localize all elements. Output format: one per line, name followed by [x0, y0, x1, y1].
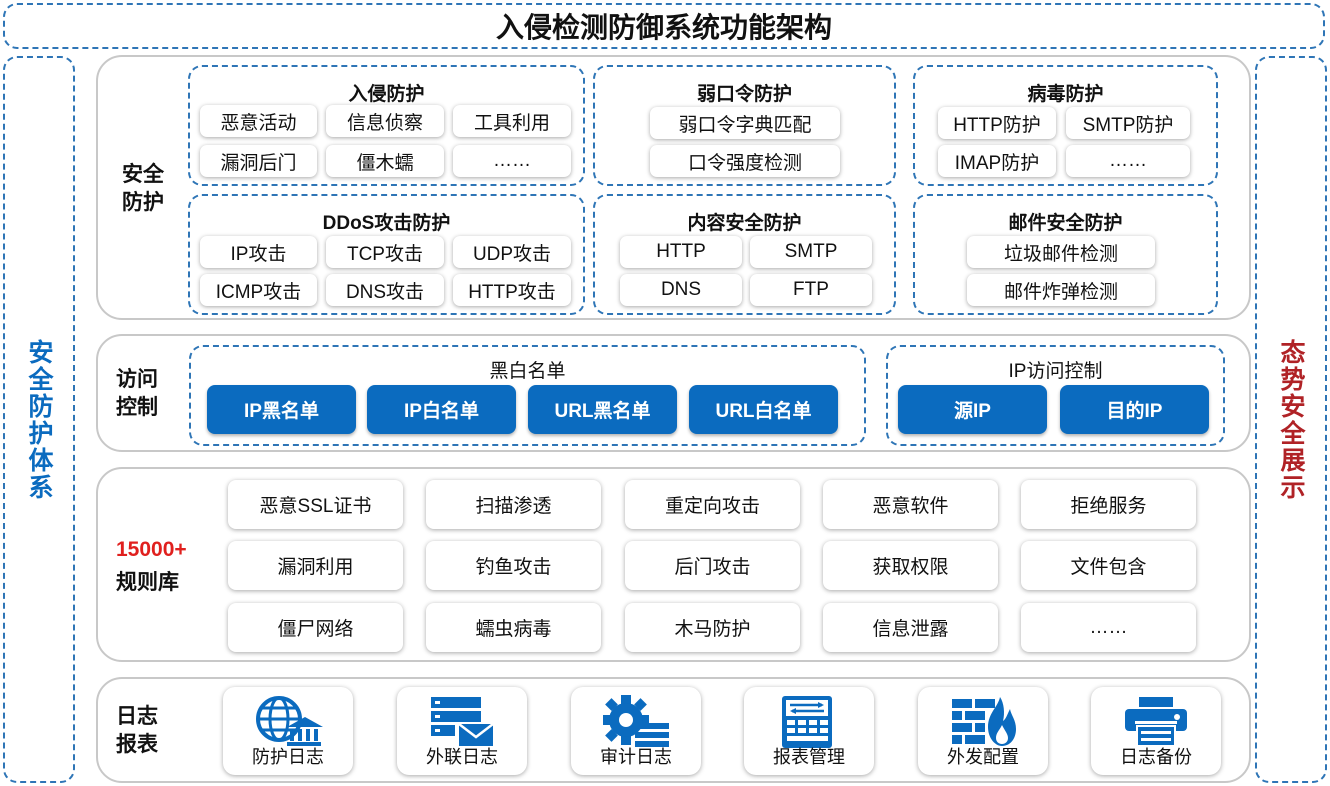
group-title: DDoS攻击防护 [322, 213, 451, 234]
gear-list-icon [603, 695, 669, 747]
right-side-label: 态势安全展示 [1277, 338, 1305, 501]
page-title: 入侵检测防御系统功能架构 [3, 3, 1325, 49]
logs-label: 日志 报表 [116, 705, 158, 756]
group-title: 邮件安全防护 [1008, 213, 1123, 234]
log-card-backup[interactable]: 日志备份 [1091, 687, 1221, 775]
group-ddos: DDoS攻击防护 IP攻击 TCP攻击 UDP攻击 ICMP攻击 DNS攻击 H… [188, 194, 585, 315]
group-title: IP访问控制 [1008, 361, 1103, 382]
item-http-protect: HTTP防护 [938, 107, 1056, 139]
log-card-label: 日志备份 [1120, 747, 1192, 767]
security-label: 安全 防护 [122, 163, 164, 214]
group-blackwhite-list: 黑白名单 IP黑名单 IP白名单 URL黑名单 URL白名单 [189, 345, 866, 446]
logs-panel: 日志 报表 防护日志 外联日志 [96, 677, 1251, 783]
rules-label: 规则库 [116, 571, 179, 594]
log-card-outbound[interactable]: 外联日志 [397, 687, 527, 775]
access-label: 访问 控制 [116, 368, 158, 419]
log-card-label: 报表管理 [773, 747, 845, 767]
item-smtp: SMTP [750, 236, 872, 268]
url-blacklist-button[interactable]: URL黑名单 [528, 385, 677, 434]
log-card-audit[interactable]: 审计日志 [571, 687, 701, 775]
rule-malware: 恶意软件 [823, 480, 998, 529]
group-mail-security: 邮件安全防护 垃圾邮件检测 邮件炸弹检测 [913, 194, 1218, 315]
group-ip-access-control: IP访问控制 源IP 目的IP [886, 345, 1225, 446]
rule-phishing: 钓鱼攻击 [426, 541, 601, 590]
ip-blacklist-button[interactable]: IP黑名单 [207, 385, 356, 434]
server-mail-icon [431, 697, 495, 748]
item-bot-trojan-worm: 僵木蠕 [326, 145, 444, 177]
group-title: 黑白名单 [489, 361, 566, 382]
item-mailbomb-detect: 邮件炸弹检测 [967, 274, 1155, 306]
rule-dos: 拒绝服务 [1021, 480, 1196, 529]
log-card-report[interactable]: 报表管理 [744, 687, 874, 775]
item-malicious-activity: 恶意活动 [200, 105, 317, 137]
rules-count: 15000+ [116, 538, 187, 561]
item-dict-match: 弱口令字典匹配 [650, 107, 840, 139]
group-weak-password: 弱口令防护 弱口令字典匹配 口令强度检测 [593, 65, 896, 186]
left-side-panel: 安全防护体系 [3, 56, 75, 783]
log-card-outbound-config[interactable]: 外发配置 [918, 687, 1048, 775]
ip-whitelist-button[interactable]: IP白名单 [367, 385, 516, 434]
log-card-protection[interactable]: 防护日志 [223, 687, 353, 775]
group-content-security: 内容安全防护 HTTP SMTP DNS FTP [593, 194, 896, 315]
group-intrusion: 入侵防护 恶意活动 信息侦察 工具利用 漏洞后门 僵木蠕 …… [188, 65, 585, 186]
security-panel: 安全 防护 入侵防护 恶意活动 信息侦察 工具利用 漏洞后门 僵木蠕 …… 弱口… [96, 55, 1251, 320]
log-card-label: 外联日志 [426, 747, 498, 767]
item-icmp-attack: ICMP攻击 [200, 274, 317, 306]
item-strength-check: 口令强度检测 [650, 145, 840, 177]
group-virus: 病毒防护 HTTP防护 SMTP防护 IMAP防护 …… [913, 65, 1218, 186]
url-whitelist-button[interactable]: URL白名单 [689, 385, 838, 434]
rule-info-leak: 信息泄露 [823, 603, 998, 652]
item-backdoor: 漏洞后门 [200, 145, 317, 177]
item-tool-exploit: 工具利用 [453, 105, 571, 137]
rule-file-inclusion: 文件包含 [1021, 541, 1196, 590]
item-info-recon: 信息侦察 [326, 105, 444, 137]
source-ip-button[interactable]: 源IP [898, 385, 1047, 434]
rule-backdoor-attack: 后门攻击 [625, 541, 800, 590]
rule-worm-virus: 蠕虫病毒 [426, 603, 601, 652]
firewall-icon [952, 697, 1016, 746]
item-more: …… [453, 145, 571, 177]
group-title: 入侵防护 [348, 84, 425, 105]
rule-malicious-ssl: 恶意SSL证书 [228, 480, 403, 529]
group-title: 弱口令防护 [696, 84, 792, 105]
item-imap-protect: IMAP防护 [938, 145, 1056, 177]
access-panel: 访问 控制 黑白名单 IP黑名单 IP白名单 URL黑名单 URL白名单 IP访… [96, 334, 1251, 452]
rule-botnet: 僵尸网络 [228, 603, 403, 652]
report-icon [782, 696, 832, 748]
right-side-panel: 态势安全展示 [1255, 56, 1327, 783]
item-tcp-attack: TCP攻击 [326, 236, 444, 268]
group-title: 内容安全防护 [687, 213, 802, 234]
log-card-label: 外发配置 [947, 747, 1019, 767]
left-side-label: 安全防护体系 [25, 338, 53, 501]
item-spam-detect: 垃圾邮件检测 [967, 236, 1155, 268]
rule-vuln-exploit: 漏洞利用 [228, 541, 403, 590]
item-ip-attack: IP攻击 [200, 236, 317, 268]
dest-ip-button[interactable]: 目的IP [1060, 385, 1209, 434]
rule-more: …… [1021, 603, 1196, 652]
item-dns: DNS [620, 274, 742, 306]
rules-panel: 15000+ 规则库 恶意SSL证书扫描渗透重定向攻击恶意软件拒绝服务漏洞利用钓… [96, 467, 1251, 662]
item-http: HTTP [620, 236, 742, 268]
rule-privilege-gain: 获取权限 [823, 541, 998, 590]
printer-icon [1125, 697, 1187, 747]
group-title: 病毒防护 [1027, 84, 1104, 105]
log-card-label: 审计日志 [600, 747, 672, 767]
item-http-attack: HTTP攻击 [453, 274, 571, 306]
item-more: …… [1066, 145, 1190, 177]
globe-bank-icon [256, 696, 323, 746]
item-udp-attack: UDP攻击 [453, 236, 571, 268]
item-dns-attack: DNS攻击 [326, 274, 444, 306]
item-ftp: FTP [750, 274, 872, 306]
rule-scan-pentest: 扫描渗透 [426, 480, 601, 529]
rule-redirect-attack: 重定向攻击 [625, 480, 800, 529]
rule-trojan-protect: 木马防护 [625, 603, 800, 652]
log-card-label: 防护日志 [252, 747, 324, 767]
item-smtp-protect: SMTP防护 [1066, 107, 1190, 139]
